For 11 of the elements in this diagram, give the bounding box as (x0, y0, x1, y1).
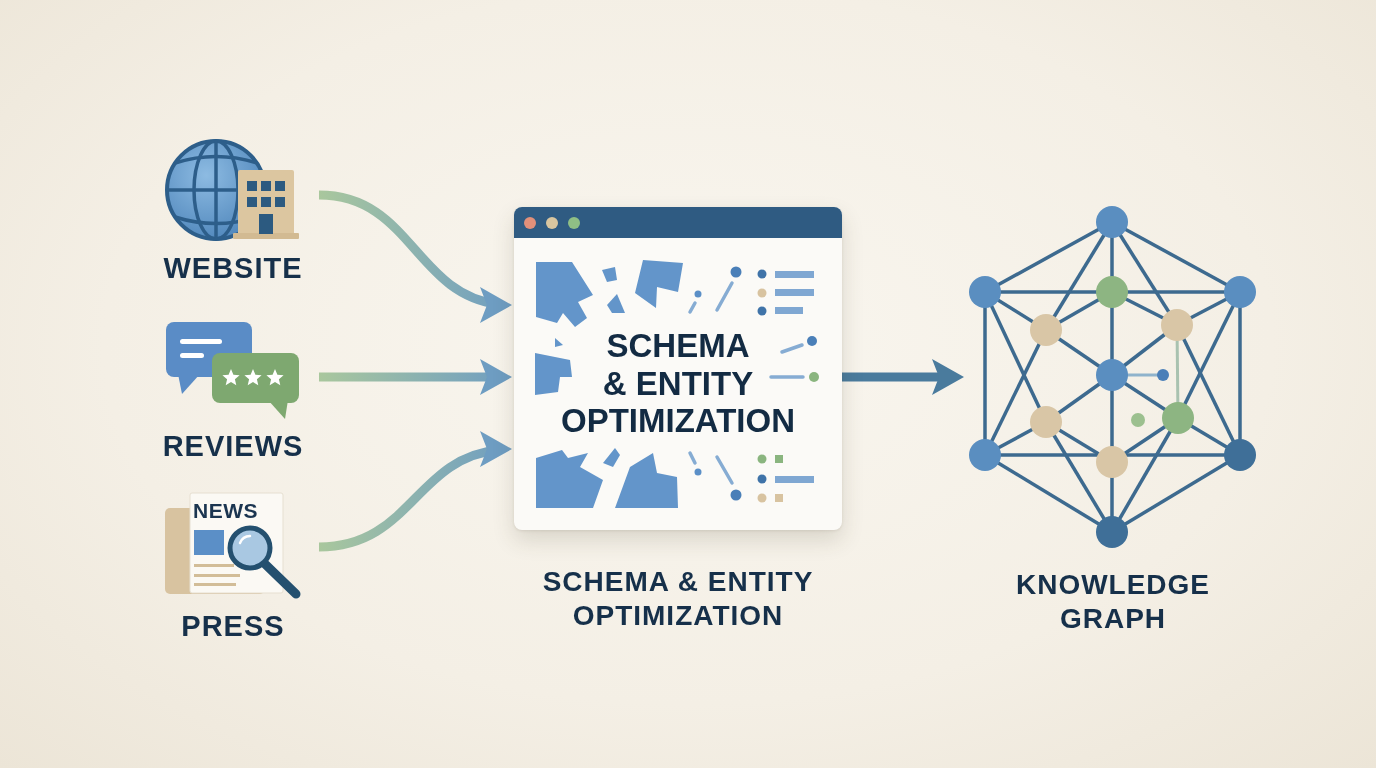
flow-arrow (318, 190, 513, 320)
window-heading: SCHEMA & ENTITY OPTIMIZATION (560, 327, 796, 440)
flow-arrow (842, 359, 964, 395)
node-label: REVIEWS (161, 429, 305, 463)
node-label: SCHEMA & ENTITY OPTIMIZATION (541, 565, 815, 633)
flow-arrow (319, 359, 512, 395)
flow-arrow (318, 433, 513, 552)
newspaper-headline: NEWS (193, 499, 258, 523)
node-label: WEBSITE (162, 251, 304, 285)
node-label: KNOWLEDGE GRAPH (1014, 568, 1212, 636)
node-label: PRESS (180, 609, 286, 643)
